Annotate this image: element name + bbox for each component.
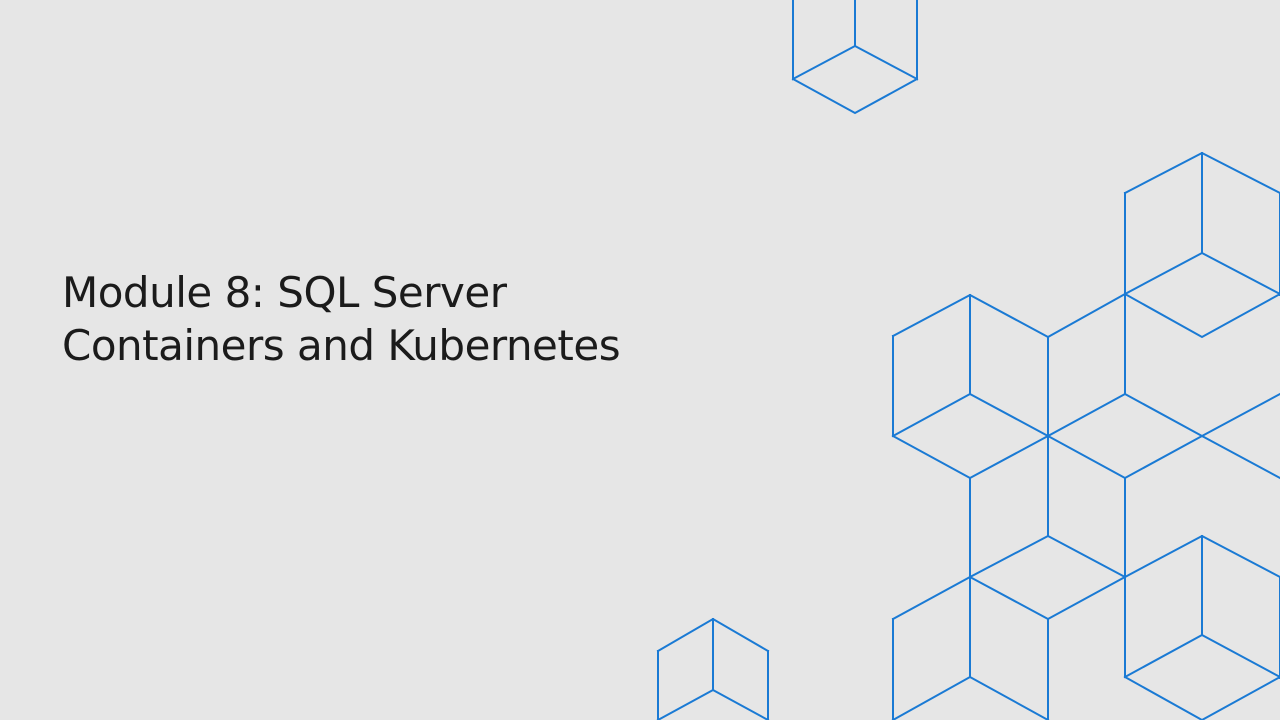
slide-title-line-2: Containers and Kubernetes xyxy=(62,321,621,370)
slide-title-line-1: Module 8: SQL Server xyxy=(62,268,507,317)
cube-lower-middle xyxy=(968,534,1127,621)
slide-title: Module 8: SQL Server Containers and Kube… xyxy=(62,266,621,372)
cube-upper-right xyxy=(1123,151,1280,339)
cube-small-bottom-left xyxy=(656,617,770,720)
cube-top xyxy=(791,0,919,115)
cube-middle-left xyxy=(891,293,1050,480)
cube-bottom-middle xyxy=(891,575,1050,720)
cube-center xyxy=(969,292,1280,578)
cube-lower-right xyxy=(1123,534,1280,720)
